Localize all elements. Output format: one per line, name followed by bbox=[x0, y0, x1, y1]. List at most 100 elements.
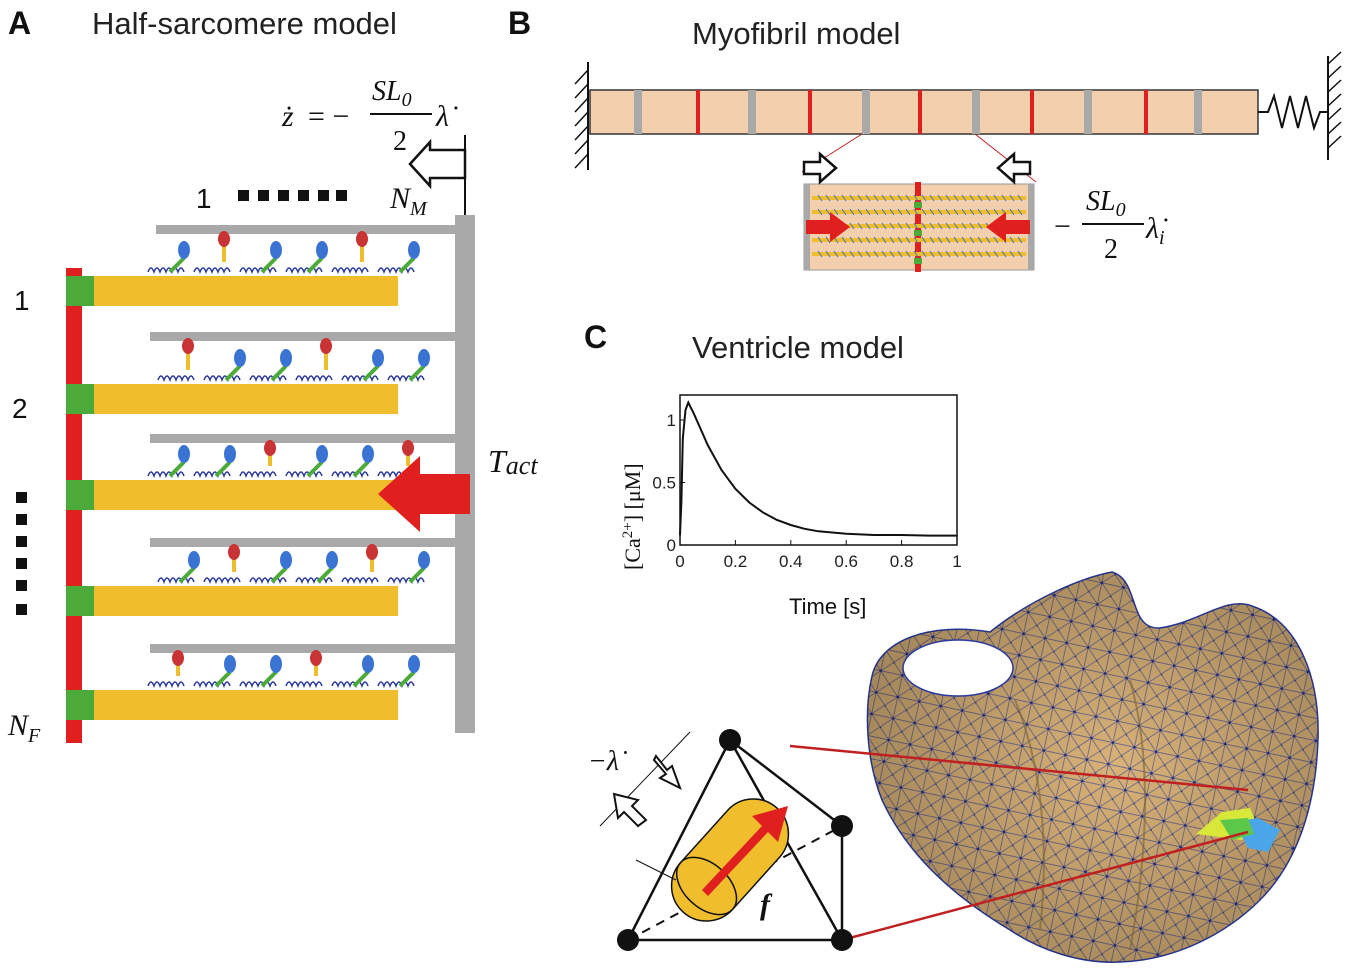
myosin-head-detached bbox=[285, 241, 328, 275]
zoomed-crossbridge bbox=[1017, 250, 1023, 258]
thick-filament bbox=[150, 644, 456, 653]
zoomed-crossbridge bbox=[977, 194, 983, 202]
tet-node-right bbox=[831, 815, 853, 837]
zoomed-crossbridge bbox=[977, 250, 983, 258]
myosin-head-bound bbox=[193, 231, 231, 275]
zoomed-crossbridge bbox=[817, 250, 823, 258]
eq-b-minus: − bbox=[1054, 210, 1071, 243]
m-line-segment bbox=[862, 90, 870, 134]
x-tick-label: 0.2 bbox=[724, 552, 748, 571]
zoomed-crossbridge bbox=[889, 236, 895, 244]
panel-a-title: Half-sarcomere model bbox=[92, 6, 397, 41]
zoomed-m-line-right bbox=[1028, 184, 1034, 270]
ventricle-mesh bbox=[866, 571, 1319, 963]
zoomed-crossbridge bbox=[953, 194, 959, 202]
zoomed-crossbridge bbox=[825, 208, 831, 216]
zoomed-crossbridge bbox=[905, 194, 911, 202]
myosin-head-detached bbox=[147, 445, 190, 479]
myosin-head-detached bbox=[341, 349, 384, 383]
zoomed-crossbridge bbox=[873, 250, 879, 258]
myosin-head-detached bbox=[203, 349, 246, 383]
m-line-segment bbox=[748, 90, 756, 134]
zoomed-crossbridge bbox=[849, 194, 855, 202]
zoomed-crossbridge bbox=[969, 208, 975, 216]
zoomed-crossbridge bbox=[985, 236, 991, 244]
zoomed-crossbridge bbox=[881, 222, 887, 230]
spring-icon bbox=[1258, 92, 1328, 132]
myosin-head-detached bbox=[377, 655, 420, 689]
filament-label-1: 1 bbox=[14, 285, 30, 316]
zoomed-crossbridge bbox=[969, 194, 975, 202]
panel-b-letter: B bbox=[508, 5, 531, 41]
chart-point bbox=[776, 519, 778, 521]
myosin-head-detached bbox=[193, 445, 236, 479]
panel-a-velocity-equation: ż = − SL0 2 λ̇ bbox=[281, 76, 458, 157]
zoomed-crossbridge bbox=[953, 250, 959, 258]
myosin-count-end: NM bbox=[389, 182, 428, 220]
zoomed-crossbridge bbox=[825, 194, 831, 202]
zoomed-crossbridge bbox=[977, 236, 983, 244]
zoomed-crossbridge bbox=[913, 194, 919, 202]
chart-point bbox=[928, 534, 931, 537]
red-arrow-left-icon bbox=[986, 212, 1030, 242]
zoomed-crossbridge bbox=[865, 236, 871, 244]
zoomed-crossbridge bbox=[937, 194, 943, 202]
zoomed-crossbridge bbox=[881, 236, 887, 244]
chart-ylabel: [Ca2+] [μM] bbox=[620, 463, 645, 570]
zoomed-crossbridge bbox=[873, 208, 879, 216]
zoomed-crossbridge bbox=[961, 250, 967, 258]
zoomed-crossbridge bbox=[897, 194, 903, 202]
chart-point bbox=[803, 527, 806, 530]
chart-point bbox=[706, 444, 709, 446]
m-line-segment bbox=[1194, 90, 1202, 134]
zoomed-crossbridge bbox=[985, 208, 991, 216]
zoomed-crossbridge bbox=[969, 236, 975, 244]
zoomed-crossbridge bbox=[881, 194, 887, 202]
myofibril-sarcomere-lines bbox=[634, 90, 1202, 134]
zoomed-crossbridge bbox=[993, 194, 999, 202]
m-line-segment bbox=[634, 90, 642, 134]
y-tick-label: 1 bbox=[667, 411, 676, 430]
chart-point bbox=[687, 401, 690, 404]
zoomed-crossbridge bbox=[993, 236, 999, 244]
zoomed-crossbridge bbox=[865, 194, 871, 202]
zoomed-crossbridge bbox=[897, 222, 903, 230]
myosin-ellipsis bbox=[238, 190, 347, 201]
hollow-arrow-down-icon bbox=[612, 792, 648, 828]
chart-point bbox=[748, 501, 751, 504]
zoomed-crossbridge bbox=[881, 208, 887, 216]
thin-filament bbox=[86, 276, 398, 306]
zoomed-crossbridge bbox=[921, 236, 927, 244]
myosin-head-bound bbox=[157, 338, 195, 383]
hollow-arrow-left-icon bbox=[996, 151, 1032, 185]
zoomed-crossbridge bbox=[993, 250, 999, 258]
connector-line-bottom bbox=[841, 830, 1249, 942]
zoomed-crossbridge bbox=[929, 208, 935, 216]
x-tick-label: 1 bbox=[952, 552, 961, 571]
zoomed-crossbridge bbox=[937, 250, 943, 258]
zoomed-crossbridge bbox=[833, 194, 839, 202]
hollow-arrow-right-icon bbox=[802, 151, 838, 185]
zoomed-crossbridge bbox=[825, 250, 831, 258]
z-anchor bbox=[66, 384, 94, 414]
zoomed-crossbridge bbox=[825, 236, 831, 244]
eq-b-numerator: SL0 bbox=[1086, 186, 1126, 221]
zoomed-crossbridge bbox=[921, 222, 927, 230]
x-tick-label: 0.6 bbox=[834, 552, 858, 571]
right-wall-icon bbox=[1327, 51, 1342, 160]
zoomed-crossbridge bbox=[857, 222, 863, 230]
zoomed-crossbridge bbox=[857, 250, 863, 258]
zoomed-crossbridge bbox=[945, 208, 951, 216]
hollow-arrow-left-icon bbox=[408, 138, 467, 190]
chart-point bbox=[684, 409, 687, 411]
tet-node-top bbox=[719, 729, 741, 751]
chart-point bbox=[720, 469, 723, 471]
myosin-head-detached bbox=[239, 241, 282, 275]
zoomed-crossbridge bbox=[937, 236, 943, 244]
zoomed-crossbridge bbox=[945, 236, 951, 244]
zoomed-crossbridge bbox=[857, 194, 863, 202]
